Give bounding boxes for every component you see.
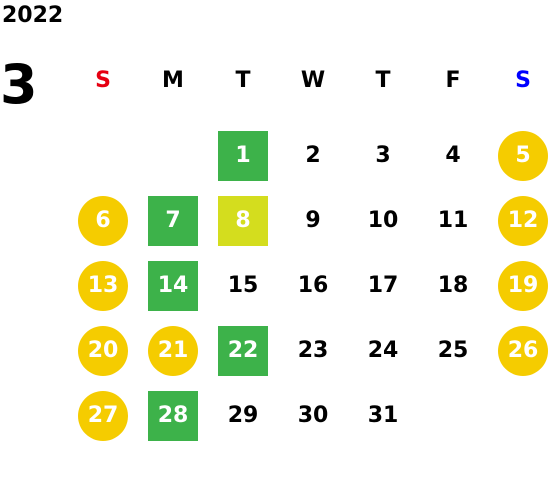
empty-day-cell bbox=[138, 123, 208, 188]
weekday-header: F bbox=[445, 67, 461, 93]
day-cell[interactable]: 30 bbox=[278, 383, 348, 448]
day-number-highlighted: 22 bbox=[218, 325, 268, 376]
day-cell[interactable]: 22 bbox=[208, 318, 278, 383]
day-cell[interactable]: 18 bbox=[418, 253, 488, 318]
day-cell[interactable]: 27 bbox=[68, 383, 138, 448]
day-number-holiday: 27 bbox=[78, 390, 128, 441]
day-number-holiday: 12 bbox=[498, 195, 548, 246]
day-cell[interactable]: 3 bbox=[348, 123, 418, 188]
day-cell[interactable]: 15 bbox=[208, 253, 278, 318]
day-number: 3 bbox=[375, 142, 391, 168]
day-cell[interactable]: 31 bbox=[348, 383, 418, 448]
day-cell[interactable]: 8 bbox=[208, 188, 278, 253]
weekday-header: T bbox=[235, 67, 251, 93]
day-cell[interactable]: 6 bbox=[68, 188, 138, 253]
day-number-holiday: 6 bbox=[78, 195, 128, 246]
day-number-marked: 8 bbox=[218, 195, 268, 246]
day-cell[interactable]: 1 bbox=[208, 123, 278, 188]
day-cell[interactable]: 13 bbox=[68, 253, 138, 318]
day-number-holiday: 5 bbox=[498, 130, 548, 181]
day-cell[interactable]: 7 bbox=[138, 188, 208, 253]
day-number-holiday: 26 bbox=[498, 325, 548, 376]
day-cell[interactable]: 23 bbox=[278, 318, 348, 383]
day-number-holiday: 13 bbox=[78, 260, 128, 311]
day-number: 24 bbox=[367, 337, 399, 363]
day-number-holiday: 19 bbox=[498, 260, 548, 311]
weekday-header: T bbox=[375, 67, 391, 93]
day-number: 11 bbox=[437, 207, 469, 233]
day-number-highlighted: 14 bbox=[148, 260, 198, 311]
calendar-month: 3 bbox=[0, 53, 38, 116]
day-cell[interactable]: 29 bbox=[208, 383, 278, 448]
day-cell[interactable]: 2 bbox=[278, 123, 348, 188]
day-number-holiday: 21 bbox=[148, 325, 198, 376]
day-cell[interactable]: 4 bbox=[418, 123, 488, 188]
day-number: 15 bbox=[227, 272, 259, 298]
day-number-highlighted: 1 bbox=[218, 130, 268, 181]
day-cell[interactable]: 26 bbox=[488, 318, 548, 383]
empty-day-cell bbox=[68, 123, 138, 188]
day-cell[interactable]: 16 bbox=[278, 253, 348, 318]
day-number: 23 bbox=[297, 337, 329, 363]
day-number: 4 bbox=[445, 142, 461, 168]
day-cell[interactable]: 10 bbox=[348, 188, 418, 253]
day-cell[interactable]: 21 bbox=[138, 318, 208, 383]
weekday-header: M bbox=[162, 67, 184, 93]
day-cell[interactable]: 20 bbox=[68, 318, 138, 383]
calendar-year: 2022 bbox=[2, 3, 64, 28]
day-number: 31 bbox=[367, 402, 399, 428]
day-number: 17 bbox=[367, 272, 399, 298]
day-number: 30 bbox=[297, 402, 329, 428]
weekday-header: S bbox=[515, 67, 531, 93]
day-number: 10 bbox=[367, 207, 399, 233]
day-number-highlighted: 28 bbox=[148, 390, 198, 441]
day-cell[interactable]: 28 bbox=[138, 383, 208, 448]
day-cell[interactable]: 14 bbox=[138, 253, 208, 318]
day-cell[interactable]: 19 bbox=[488, 253, 548, 318]
day-number: 16 bbox=[297, 272, 329, 298]
day-number: 2 bbox=[305, 142, 321, 168]
day-cell[interactable]: 24 bbox=[348, 318, 418, 383]
weekday-header: S bbox=[95, 67, 111, 93]
day-cell[interactable]: 9 bbox=[278, 188, 348, 253]
day-number: 9 bbox=[305, 207, 321, 233]
day-cell[interactable]: 12 bbox=[488, 188, 548, 253]
day-cell[interactable]: 17 bbox=[348, 253, 418, 318]
day-number: 25 bbox=[437, 337, 469, 363]
day-cell[interactable]: 5 bbox=[488, 123, 548, 188]
weekday-header: W bbox=[300, 67, 326, 93]
day-number-highlighted: 7 bbox=[148, 195, 198, 246]
day-number: 18 bbox=[437, 272, 469, 298]
day-cell[interactable]: 11 bbox=[418, 188, 488, 253]
day-number: 29 bbox=[227, 402, 259, 428]
day-cell[interactable]: 25 bbox=[418, 318, 488, 383]
day-number-holiday: 20 bbox=[78, 325, 128, 376]
